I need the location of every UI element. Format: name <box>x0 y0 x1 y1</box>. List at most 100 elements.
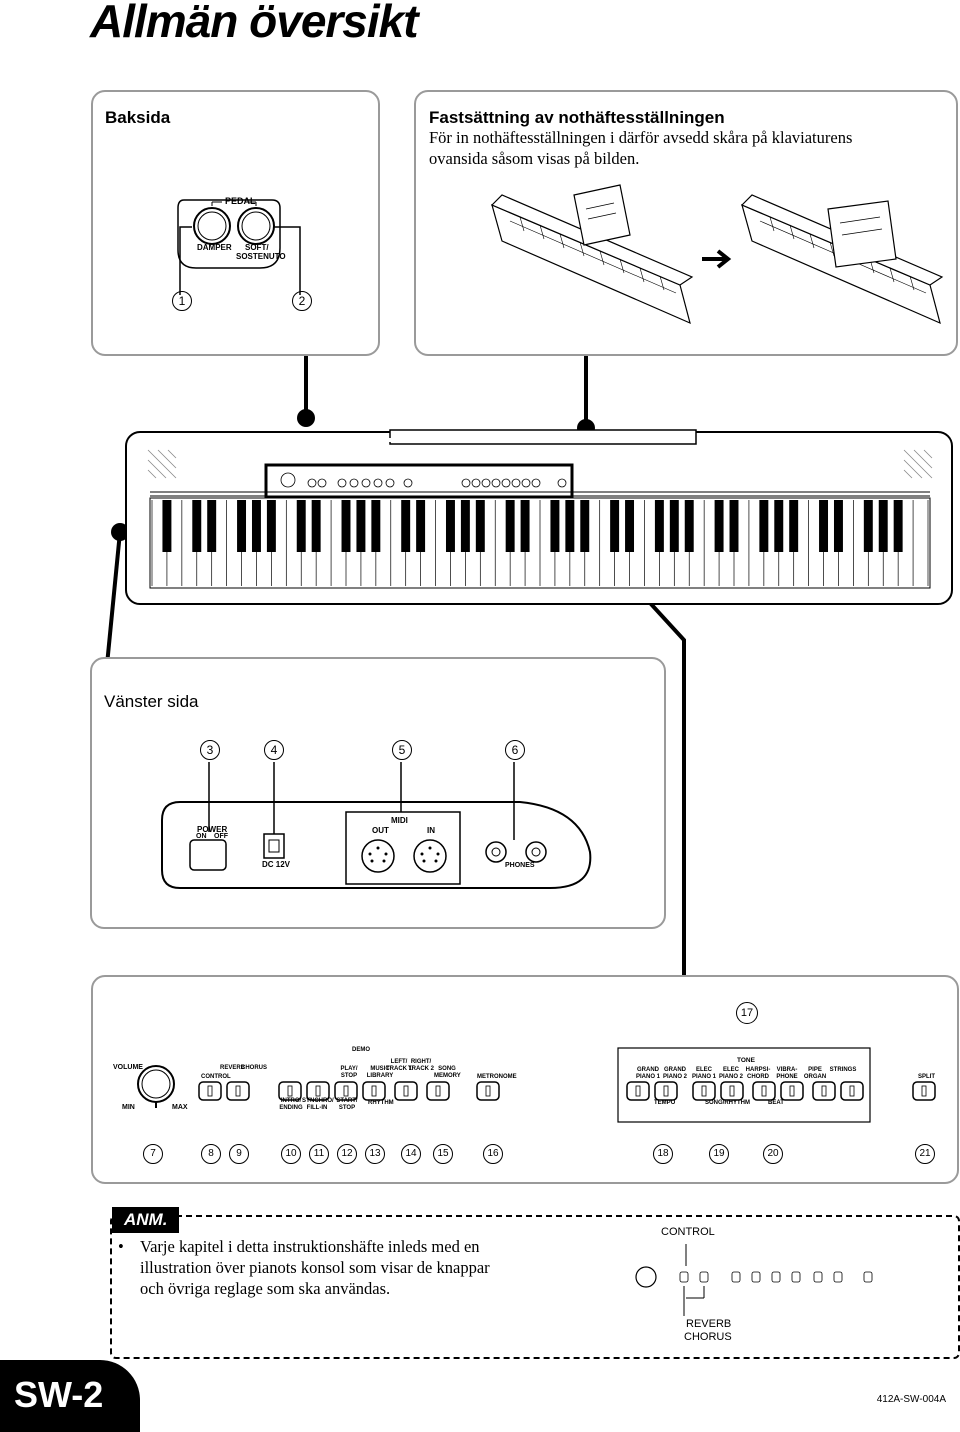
black-key <box>475 500 485 552</box>
black-key <box>759 500 769 552</box>
black-key <box>789 500 799 552</box>
button-slot <box>635 1085 641 1097</box>
piano-keys <box>151 500 929 586</box>
button-slot <box>789 1085 795 1097</box>
button-slot <box>663 1085 669 1097</box>
console-button[interactable] <box>780 1081 804 1101</box>
black-key <box>162 500 172 552</box>
callout-4: 4 <box>264 740 284 760</box>
console-button[interactable] <box>626 1081 650 1101</box>
console-button[interactable] <box>334 1081 358 1101</box>
note-line-2: illustration över pianots konsol som vis… <box>140 1258 490 1277</box>
doc-code: 412A-SW-004A <box>876 1394 946 1405</box>
black-key <box>371 500 381 552</box>
piano-after <box>740 194 944 325</box>
button-slot <box>287 1085 293 1097</box>
tone-button-label: HARPSI- CHORD <box>745 1067 771 1080</box>
black-key <box>833 500 843 552</box>
back-panel-title: Baksida <box>105 108 171 127</box>
black-key <box>266 500 276 552</box>
tone-button-label: STRINGS <box>829 1067 857 1073</box>
pedal-label: PEDAL <box>225 196 256 206</box>
black-key <box>684 500 694 552</box>
page-tab: SW-2 <box>0 1360 140 1432</box>
console-button[interactable] <box>306 1081 330 1101</box>
callout-6: 6 <box>505 740 525 760</box>
arrow-icon <box>702 249 732 269</box>
console-button[interactable] <box>752 1081 776 1101</box>
piano-before <box>490 184 694 325</box>
off-label: OFF <box>214 833 228 840</box>
reverb-label: REVERB <box>220 1065 246 1071</box>
out-label: OUT <box>372 826 389 835</box>
volume-label: VOLUME <box>113 1064 143 1071</box>
black-key <box>237 500 247 552</box>
console-button[interactable] <box>812 1081 836 1101</box>
console-button[interactable] <box>198 1081 222 1101</box>
black-key <box>341 500 351 552</box>
console-button[interactable] <box>840 1081 864 1101</box>
black-key <box>296 500 306 552</box>
right-track2-label: RIGHT/ TRACK 2 <box>408 1059 435 1072</box>
button-slot <box>821 1085 827 1097</box>
note-box <box>110 1215 960 1359</box>
side-panel-illustration <box>161 762 592 889</box>
console-callout-10: 10 <box>281 1144 301 1164</box>
console-button[interactable] <box>362 1081 386 1101</box>
note-badge: ANM. <box>112 1207 180 1233</box>
volume-knob <box>137 1065 175 1103</box>
speaker-grille-left <box>147 449 177 479</box>
phones-label: PHONES <box>505 862 535 869</box>
black-key <box>401 500 411 552</box>
console-button[interactable] <box>226 1081 250 1101</box>
console-button[interactable] <box>278 1081 302 1101</box>
black-key <box>774 500 784 552</box>
console-button[interactable] <box>912 1081 936 1101</box>
black-key <box>654 500 664 552</box>
phones-jack-2 <box>525 841 547 863</box>
synchro-fillin-label: SYNCHRO/ FILL-IN <box>302 1098 334 1111</box>
power-switch <box>189 839 227 871</box>
button-slot <box>343 1085 349 1097</box>
black-key <box>445 500 455 552</box>
black-key <box>565 500 575 552</box>
button-slot <box>921 1085 927 1097</box>
console-callout-11: 11 <box>309 1144 329 1164</box>
console-button[interactable] <box>720 1081 744 1101</box>
black-key <box>311 500 321 552</box>
console-callout-7: 7 <box>143 1144 163 1164</box>
damper-label: DAMPER <box>197 243 232 252</box>
black-key <box>878 500 888 552</box>
black-key <box>460 500 470 552</box>
console-illustration <box>137 1047 936 1123</box>
stand-text-line-1: För in nothäftesställningen i därför avs… <box>429 128 853 147</box>
console-button[interactable] <box>394 1081 418 1101</box>
black-key <box>580 500 590 552</box>
button-slot <box>485 1085 491 1097</box>
note-console-illustration <box>635 1244 873 1316</box>
black-key <box>863 500 873 552</box>
black-key <box>416 500 426 552</box>
midi-out-jack <box>361 839 395 873</box>
console-button[interactable] <box>692 1081 716 1101</box>
black-key <box>893 500 903 552</box>
note-reverb-label: REVERB <box>686 1318 732 1330</box>
button-slot <box>701 1085 707 1097</box>
note-line-1: Varje kapitel i detta instruktionshäfte … <box>140 1237 480 1256</box>
music-library-label: MUSIC LIBRARY <box>366 1066 394 1079</box>
console-buttons <box>198 1081 936 1101</box>
soft-label-1: SOFT/ <box>245 243 269 252</box>
soft-jack <box>237 207 275 245</box>
play-stop-label: PLAY/ STOP <box>340 1066 358 1079</box>
black-key <box>610 500 620 552</box>
console-callout-18: 18 <box>653 1144 673 1164</box>
tone-label: TONE <box>737 1057 755 1064</box>
console-button[interactable] <box>476 1081 500 1101</box>
console-callout-16: 16 <box>483 1144 503 1164</box>
console-button[interactable] <box>426 1081 450 1101</box>
console-button[interactable] <box>654 1081 678 1101</box>
console-callout-12: 12 <box>337 1144 357 1164</box>
callout-1: 1 <box>172 291 192 311</box>
split-label: SPLIT <box>918 1074 936 1080</box>
on-label: ON <box>196 833 207 840</box>
